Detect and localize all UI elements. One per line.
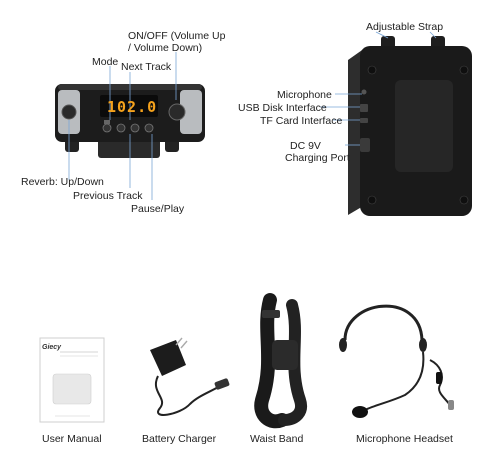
label-power: ON/OFF (Volume Up (128, 30, 226, 42)
label-next-track: Next Track (121, 61, 172, 73)
caption-microphone-headset: Microphone Headset (356, 433, 453, 445)
label-power-2: / Volume Down) (128, 42, 203, 54)
label-reverb: Reverb: Up/Down (21, 176, 104, 188)
caption-waist-band: Waist Band (250, 433, 304, 445)
caption-battery-charger: Battery Charger (142, 433, 217, 445)
label-usb: USB Disk Interface (238, 102, 327, 114)
battery-charger-image (150, 337, 230, 416)
speaker-back-view (348, 36, 472, 216)
label-pause-play: Pause/Play (131, 203, 185, 215)
display-readout: 102.0 (107, 98, 158, 116)
label-mode: Mode (92, 56, 119, 68)
label-dc: DC 9V (290, 140, 321, 152)
caption-user-manual: User Manual (42, 433, 102, 445)
label-microphone: Microphone (277, 89, 332, 101)
label-adjustable-strap: Adjustable Strap (366, 21, 444, 33)
front-callout-lines (68, 52, 177, 200)
label-dc-2: Charging Port (285, 152, 350, 164)
manual-brand: Giecy (42, 344, 62, 351)
label-tf-card: TF Card Interface (260, 115, 343, 127)
microphone-headset-image (339, 304, 454, 418)
label-previous-track: Previous Track (73, 190, 143, 202)
waist-band-image (254, 293, 307, 429)
user-manual-image (39, 337, 105, 423)
back-callout-lines (320, 31, 437, 146)
